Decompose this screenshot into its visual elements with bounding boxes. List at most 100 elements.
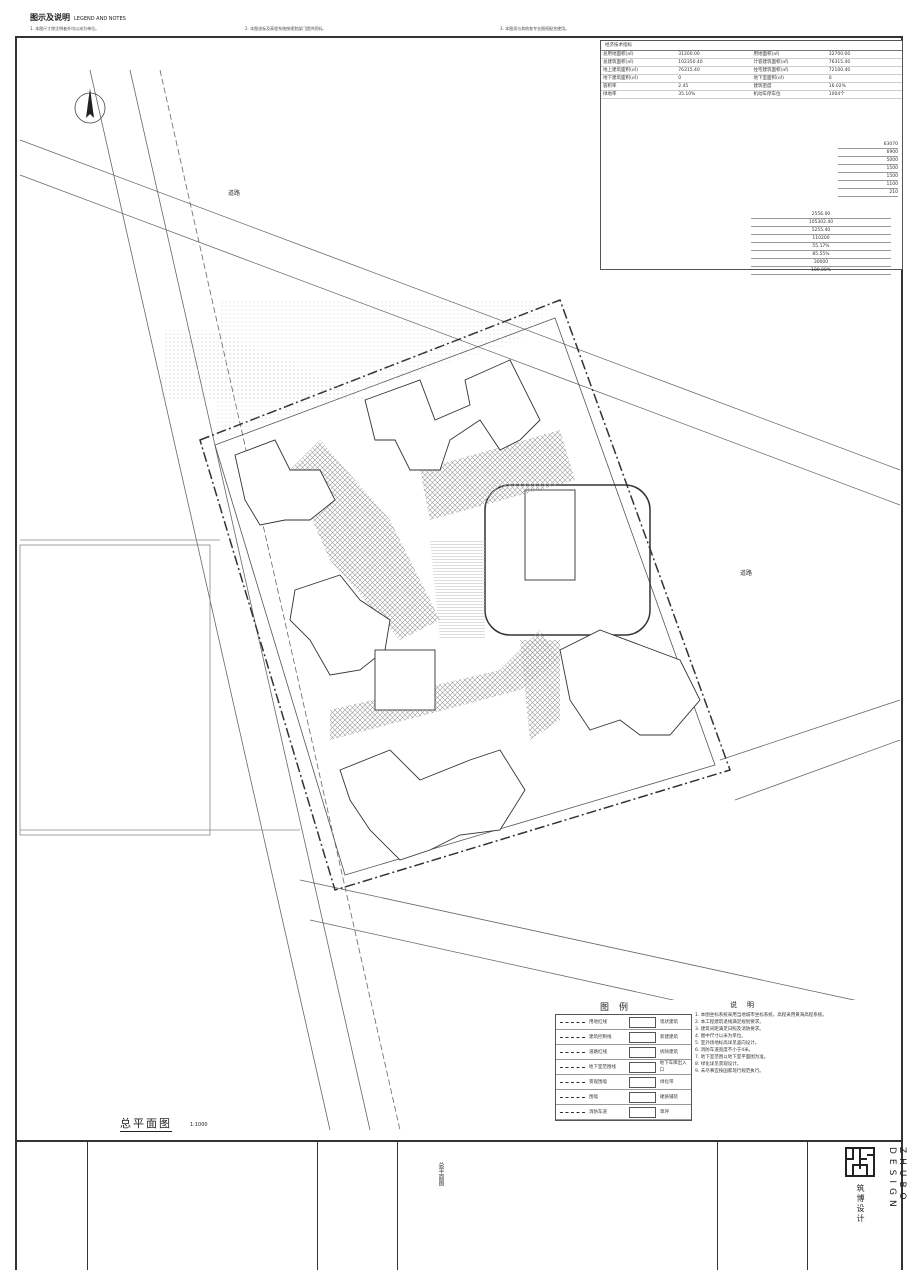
- header-title-text: 图示及说明: [30, 13, 70, 22]
- legend-line-sample: [560, 1081, 585, 1083]
- legend-label: 围墙: [589, 1094, 598, 1100]
- road-label-north: 道路: [228, 190, 241, 197]
- note-line: 9. 未尽事宜按国家现行规范执行。: [695, 1069, 764, 1074]
- header-subtitle: LEGEND AND NOTES: [74, 16, 126, 22]
- table-cell: 72100.40: [828, 68, 851, 73]
- legend-label: 草坪: [660, 1109, 669, 1115]
- table-cell: 地下室面积(㎡): [753, 76, 785, 81]
- zhubo-logo-icon: [845, 1147, 875, 1177]
- note-line: 3. 建筑间距满足日照及消防要求。: [695, 1027, 764, 1032]
- table-row: 绿地率 35.10% 机动车停车位 1004个: [601, 91, 902, 99]
- legend-label: 地下室范围线: [588, 1064, 616, 1070]
- area-value: 210: [838, 189, 898, 197]
- legend-item: 景观围墙 绿化带: [556, 1075, 691, 1090]
- legend-label: 消防车道: [589, 1109, 607, 1115]
- table-cell: 102350.40: [678, 60, 703, 65]
- table-cell: 0: [828, 76, 832, 81]
- total-value: 105302.40: [751, 219, 891, 227]
- legend-label: 景观围墙: [589, 1079, 607, 1085]
- legend-label: 建筑控制线: [589, 1034, 612, 1040]
- legend-line-sample: [560, 1051, 585, 1053]
- legend-panel: 图例 用地红线现状建筑建筑控制线 新建建筑道路红线 拆除建筑地下室范围线 地下车库出入…: [555, 1000, 900, 1130]
- legend-item: 地下室范围线 地下车库出入口: [556, 1060, 691, 1075]
- area-value: 1500: [838, 165, 898, 173]
- table-cell: 1004个: [828, 92, 845, 97]
- legend-item: 建筑控制线 新建建筑: [556, 1030, 691, 1045]
- legend-swatch: [629, 1031, 656, 1043]
- total-value: 2556.00: [751, 211, 891, 219]
- table-cell: 建筑密度: [753, 84, 772, 89]
- header-note-3: 3. 本图须与其他各专业图纸配合使用。: [500, 26, 570, 31]
- total-value: 85.55%: [751, 251, 891, 259]
- legend-line-sample: [560, 1066, 585, 1068]
- legend-line-sample: [560, 1111, 585, 1113]
- legend-label: 硬质铺装: [660, 1094, 678, 1100]
- buildings: [234, 359, 701, 861]
- table-cell: 35.10%: [678, 92, 696, 97]
- area-value: 5000: [838, 157, 898, 165]
- legend-item: 消防车道 草坪: [556, 1105, 691, 1120]
- legend-swatch: [629, 1076, 656, 1088]
- header-note-1: 1. 本图尺寸除注明者外均以米为单位。: [30, 26, 100, 31]
- legend-item: 围墙 硬质铺装: [556, 1090, 691, 1105]
- legend-swatch: [629, 1016, 656, 1028]
- table-title: 经济技术指标: [601, 41, 902, 51]
- total-value: 110200: [751, 235, 891, 243]
- note-line: 7. 地下室范围以地下室平面图为准。: [695, 1055, 769, 1060]
- table-cell: 76315.40: [678, 68, 700, 73]
- legend-item: 用地红线现状建筑: [556, 1015, 691, 1030]
- company-cn: 筑博设计: [856, 1184, 865, 1224]
- table-cell: 计容建筑面积(㎡): [753, 60, 789, 65]
- table-cell: 0: [678, 76, 682, 81]
- drawing-name: 总平面图: [437, 1162, 444, 1186]
- table-row: 容积率 2.45 建筑密度 16.02%: [601, 83, 902, 91]
- road-label-east: 道路: [740, 570, 753, 577]
- table-cell: 总用地面积(㎡): [603, 52, 634, 57]
- note-line: 4. 图中尺寸以米为单位。: [695, 1034, 746, 1039]
- table-cell: 绿地率: [603, 92, 617, 97]
- note-line: 5. 室外场地标高详见竖向设计。: [695, 1041, 760, 1046]
- legend-line-sample: [560, 1021, 585, 1023]
- header-note-2: 2. 本图坐标及高程系统按规划部门提供资料。: [245, 26, 327, 31]
- legend-label: 道路红线: [589, 1049, 607, 1055]
- legend-label: 绿化带: [660, 1079, 674, 1085]
- legend-title: 图例: [600, 1003, 639, 1013]
- legend-swatch: [629, 1091, 656, 1103]
- legend-label: 用地红线: [589, 1019, 607, 1025]
- legend-item: 道路红线 拆除建筑: [556, 1045, 691, 1060]
- legend-swatch: [628, 1061, 656, 1073]
- table-cell: 地下建筑面积(㎡): [603, 76, 639, 81]
- total-value: 5255.40: [751, 227, 891, 235]
- table-row: 地下建筑面积(㎡) 0 地下室面积(㎡) 0: [601, 75, 902, 83]
- total-value: 55.17%: [751, 243, 891, 251]
- table-cell: 用地面积(㎡): [753, 52, 780, 57]
- area-value: 6900: [838, 149, 898, 157]
- notes-title: 说明: [730, 1001, 764, 1009]
- table-row: 总建筑面积(㎡) 102350.40 计容建筑面积(㎡) 76315.40: [601, 59, 902, 67]
- legend-label: 地下车库出入口: [659, 1061, 687, 1073]
- table-cell: 16.02%: [828, 84, 846, 89]
- table-cell: 32700.00: [828, 52, 851, 57]
- title-block: 总平面图 ZHUBO DESIGN 筑博设计: [17, 1140, 907, 1270]
- area-value: 1500: [838, 173, 898, 181]
- legend-line-sample: [560, 1096, 585, 1098]
- area-value: 63070: [838, 141, 898, 149]
- table-cell: 76315.40: [828, 60, 851, 65]
- total-value: 30000: [751, 259, 891, 267]
- company-en: ZHUBO DESIGN: [887, 1147, 907, 1212]
- legend-label: 新建建筑: [660, 1034, 678, 1040]
- table-cell: 住宅建筑面积(㎡): [753, 68, 789, 73]
- legend-label: 拆除建筑: [660, 1049, 678, 1055]
- header-title: 图示及说明 LEGEND AND NOTES: [30, 12, 126, 23]
- table-cell: 2.45: [678, 84, 689, 89]
- legend-swatch: [629, 1106, 656, 1118]
- plan-scale: 1:1000: [190, 1122, 208, 1128]
- area-value: 1100: [838, 181, 898, 189]
- table-cell: 总建筑面积(㎡): [603, 60, 634, 65]
- table-cell: 机动车停车位: [753, 92, 781, 97]
- table-cell: 容积率: [603, 84, 617, 89]
